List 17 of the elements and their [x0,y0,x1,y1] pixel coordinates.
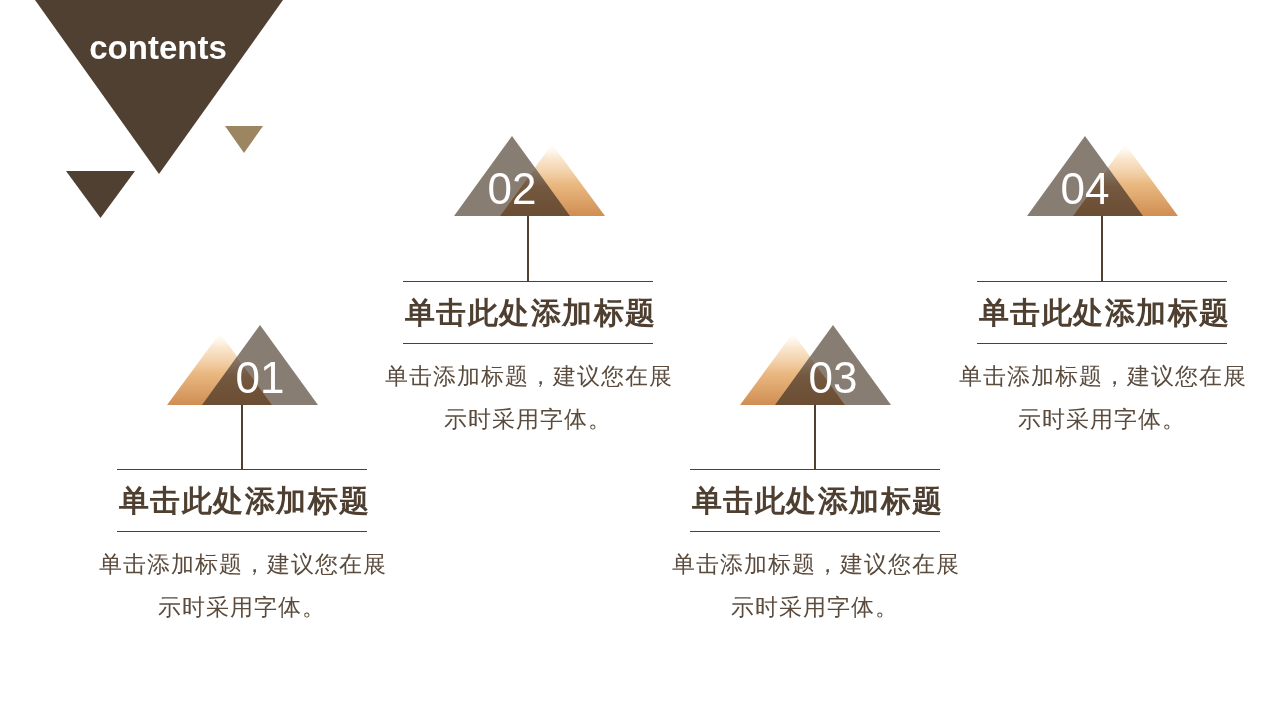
block-description: 单击添加标题，建议您在展示时采用字体。 [957,362,1248,434]
connector-line [527,215,529,282]
block-heading: 单击此处添加标题 [117,469,367,532]
block-description: 单击添加标题，建议您在展示时采用字体。 [670,550,961,622]
step-number: 04 [1060,167,1110,211]
connector-line [1101,215,1103,282]
block-heading: 单击此处添加标题 [977,281,1227,344]
block-description: 单击添加标题，建议您在展示时采用字体。 [383,362,674,434]
block-heading: 单击此处添加标题 [690,469,940,532]
step-number: 01 [235,356,285,400]
connector-line [241,404,243,470]
step-number: 03 [808,356,858,400]
title-text: contents [89,30,227,64]
block-heading: 单击此处添加标题 [403,281,653,344]
step-number: 02 [487,167,537,211]
block-description: 单击添加标题，建议您在展示时采用字体。 [97,550,388,622]
connector-line [814,404,816,470]
